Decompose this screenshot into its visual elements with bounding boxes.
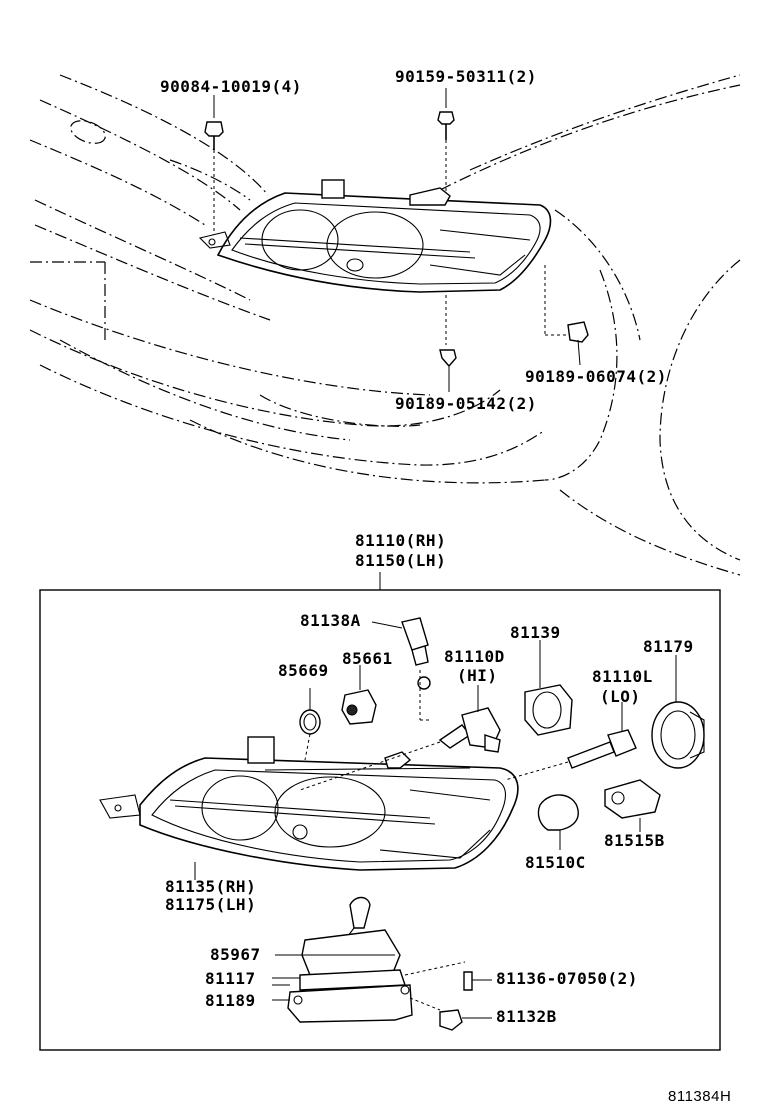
top-fasteners [204, 88, 589, 392]
label-assembly-rh: 81110(RH) [355, 531, 447, 550]
label-81175-lh: 81175(LH) [165, 895, 257, 914]
label-assembly-lh: 81150(LH) [355, 551, 447, 570]
label-81510c: 81510C [525, 853, 586, 872]
ballast-assembly [272, 896, 492, 1031]
label-81139: 81139 [510, 623, 561, 642]
label-lo: (LO) [600, 687, 641, 706]
label-81110l: 81110L [592, 667, 653, 686]
label-clip-90189-05142: 90189-05142(2) [395, 394, 537, 413]
label-85669: 85669 [278, 661, 329, 680]
label-81132b: 81132B [496, 1007, 557, 1026]
label-81179: 81179 [643, 637, 694, 656]
label-81117: 81117 [205, 969, 256, 988]
label-81135-rh: 81135(RH) [165, 877, 257, 896]
label-hi: (HI) [457, 666, 498, 685]
label-81136: 81136-07050(2) [496, 969, 638, 988]
installed-headlamp [198, 179, 552, 293]
vehicle-front-outline [29, 74, 741, 576]
label-bolt-90084: 90084-10019(4) [160, 77, 302, 96]
label-bolt-90159: 90159-50311(2) [395, 67, 537, 86]
label-81110d: 81110D [444, 647, 505, 666]
label-85967: 85967 [210, 945, 261, 964]
exploded-headlamp-unit [99, 736, 519, 871]
bulbs-and-sockets [194, 617, 705, 880]
label-81189: 81189 [205, 991, 256, 1010]
label-85661: 85661 [342, 649, 393, 668]
label-clip-90189-06074: 90189-06074(2) [525, 367, 667, 386]
figure-id: 811384H [668, 1088, 732, 1105]
label-81138a: 81138A [300, 611, 361, 630]
label-81515b: 81515B [604, 831, 665, 850]
assembly-frame [39, 589, 721, 1051]
